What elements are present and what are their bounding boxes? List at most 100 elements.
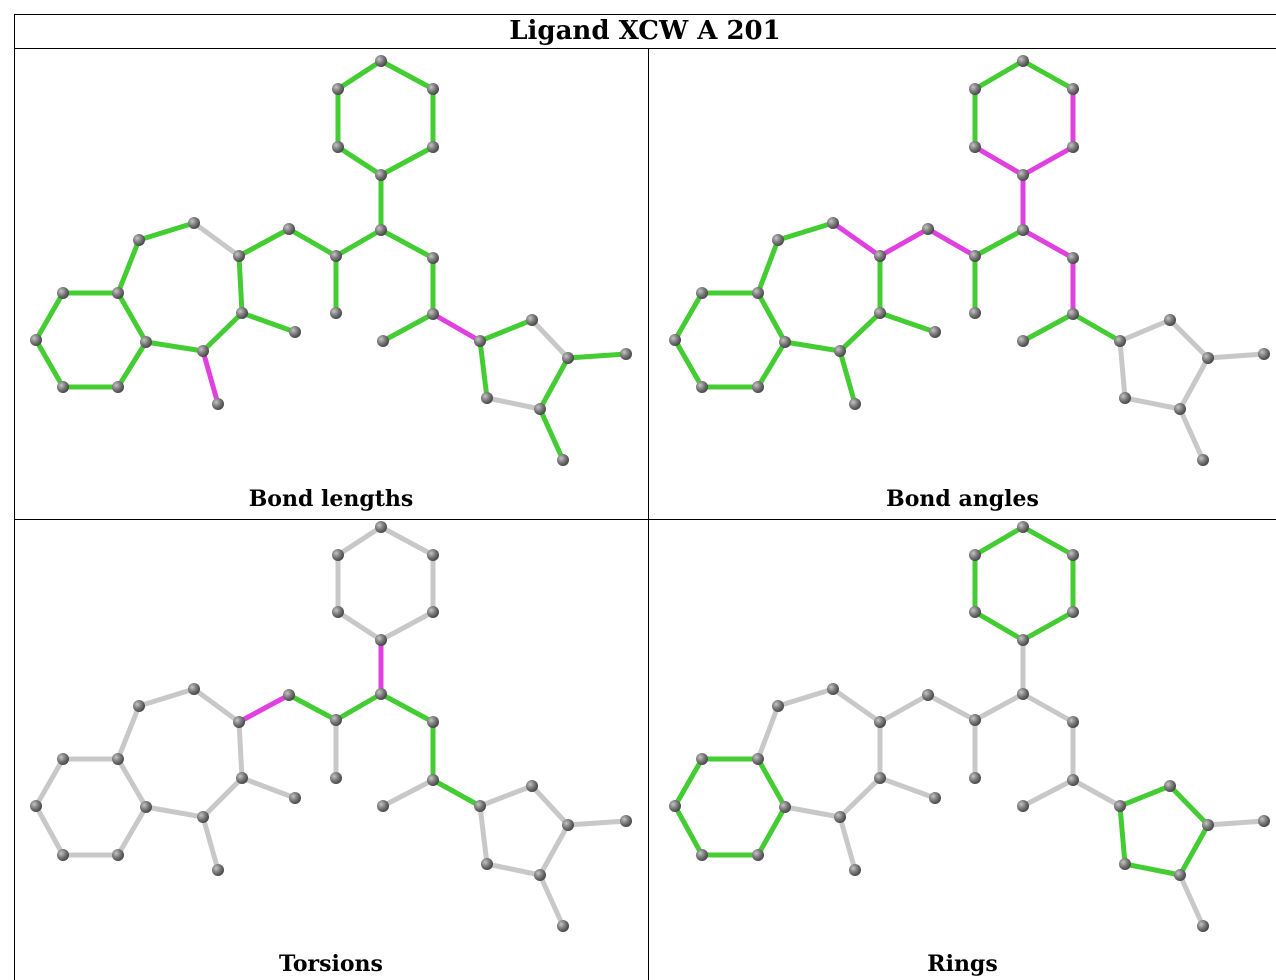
- bond: [1020, 691, 1076, 725]
- bond: [565, 351, 629, 361]
- bond: [236, 226, 292, 259]
- bond: [1117, 338, 1128, 401]
- atom: [752, 381, 764, 393]
- atom: [1017, 224, 1029, 236]
- bond: [1020, 777, 1076, 809]
- bond: [191, 686, 242, 725]
- bond: [200, 775, 245, 820]
- atom: [330, 307, 342, 319]
- bond: [191, 220, 242, 259]
- atom: [481, 392, 493, 404]
- atom: [188, 217, 200, 229]
- atom: [375, 634, 387, 646]
- bond: [972, 609, 1026, 643]
- atom: [969, 141, 981, 153]
- atom: [772, 700, 784, 712]
- bond: [1205, 351, 1267, 361]
- atom: [481, 858, 493, 870]
- bond: [200, 348, 221, 407]
- atom: [474, 800, 486, 812]
- atom: [827, 217, 839, 229]
- atom: [1067, 141, 1079, 153]
- bond: [236, 692, 292, 725]
- atom: [922, 223, 934, 235]
- bond: [380, 777, 436, 809]
- bond: [33, 337, 66, 390]
- bond: [239, 310, 298, 335]
- atom: [1017, 634, 1029, 646]
- atom: [1164, 780, 1176, 792]
- molecule-bond-angles: [669, 55, 1270, 466]
- bond: [755, 290, 788, 345]
- atom: [377, 335, 389, 347]
- bond: [1167, 783, 1211, 828]
- bond: [775, 220, 836, 243]
- atom: [557, 920, 569, 932]
- bond: [877, 775, 938, 801]
- atom: [1067, 716, 1079, 728]
- bond: [877, 692, 931, 725]
- bond: [286, 226, 339, 259]
- atom: [696, 849, 708, 861]
- atom: [696, 287, 708, 299]
- bond: [430, 777, 483, 809]
- bond: [925, 226, 978, 259]
- bond: [115, 804, 149, 858]
- atom: [1067, 549, 1079, 561]
- atom: [969, 250, 981, 262]
- atom: [30, 334, 42, 346]
- bond: [430, 311, 483, 344]
- bond: [782, 339, 843, 354]
- bond: [115, 339, 149, 390]
- bond: [380, 311, 436, 344]
- atom: [233, 250, 245, 262]
- atom: [1119, 392, 1131, 404]
- bond: [672, 803, 705, 858]
- bond: [335, 609, 384, 643]
- bond: [143, 339, 206, 354]
- atom: [212, 864, 224, 876]
- bond: [1020, 524, 1076, 558]
- atom: [427, 606, 439, 618]
- atom: [427, 252, 439, 264]
- bond: [333, 227, 384, 259]
- atom: [1197, 454, 1209, 466]
- atom: [427, 549, 439, 561]
- atom: [779, 336, 791, 348]
- bond: [236, 719, 245, 781]
- atom: [332, 549, 344, 561]
- bond: [925, 692, 978, 723]
- bond: [837, 348, 858, 407]
- atom: [57, 849, 69, 861]
- atom: [57, 381, 69, 393]
- atom: [562, 352, 574, 364]
- grid-line-middle: [14, 519, 1276, 520]
- atom: [969, 307, 981, 319]
- atom: [1114, 335, 1126, 347]
- atom: [1202, 352, 1214, 364]
- atom: [1067, 774, 1079, 786]
- atom: [1017, 800, 1029, 812]
- atom: [874, 307, 886, 319]
- atom: [330, 714, 342, 726]
- caption-rings: Rings: [927, 951, 998, 977]
- bond: [378, 144, 436, 178]
- atom: [375, 521, 387, 533]
- atom: [1017, 169, 1029, 181]
- bond: [1167, 317, 1211, 361]
- atom: [330, 772, 342, 784]
- bond: [143, 804, 206, 820]
- molecule-bond-lengths: [30, 55, 632, 466]
- bond: [115, 290, 149, 345]
- bond: [115, 756, 149, 810]
- atom: [197, 345, 209, 357]
- atom: [752, 849, 764, 861]
- bond: [378, 227, 436, 261]
- atom: [929, 792, 941, 804]
- bond: [335, 524, 384, 558]
- atom: [427, 141, 439, 153]
- atom: [332, 83, 344, 95]
- atom: [188, 683, 200, 695]
